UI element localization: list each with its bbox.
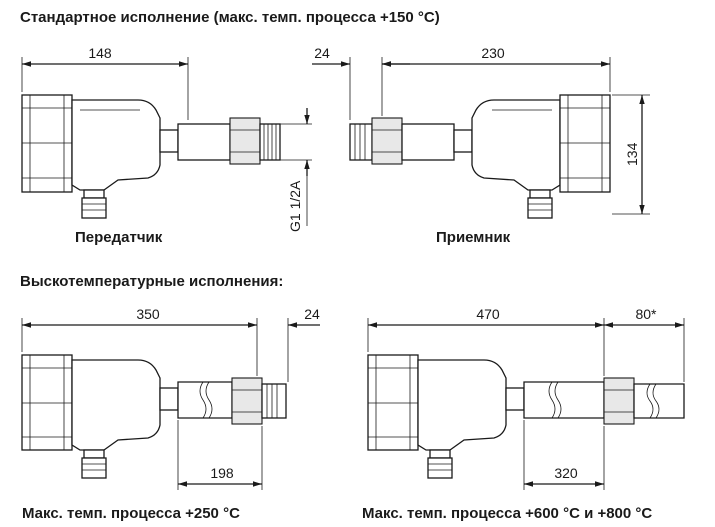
dim-ht250-offset: 24 — [304, 306, 320, 322]
dim-ht600-length: 470 — [476, 306, 500, 322]
caption-max-250: Макс. темп. процесса +250 °C — [22, 505, 240, 522]
ht600-drawing: 470 80* 320 — [367, 306, 685, 490]
dim-ht250-length: 350 — [136, 306, 160, 322]
dim-receiver-height: 134 — [624, 142, 640, 166]
heading-standard: Стандартное исполнение (макс. темп. проц… — [20, 9, 440, 26]
receiver-drawing: 24 230 134 — [312, 45, 650, 219]
ht250-drawing: 350 24 198 — [21, 306, 320, 490]
dim-ht250-tube: 198 — [210, 465, 234, 481]
dim-receiver-length: 230 — [481, 45, 505, 61]
caption-receiver: Приемник — [436, 229, 511, 246]
dim-ht600-tube: 320 — [554, 465, 578, 481]
caption-transmitter: Передатчик — [75, 229, 163, 246]
dim-thread: G1 1/2A — [287, 180, 303, 232]
heading-high-temp: Выскотемпературные исполнения: — [20, 273, 284, 290]
dim-transmitter-length: 148 — [88, 45, 112, 61]
transmitter-drawing: 148 G1 1/2A — [21, 45, 312, 232]
caption-max-600-800: Макс. темп. процесса +600 °C и +800 °C — [362, 505, 653, 522]
dim-receiver-offset: 24 — [314, 45, 330, 61]
dim-ht600-offset: 80* — [635, 306, 657, 322]
